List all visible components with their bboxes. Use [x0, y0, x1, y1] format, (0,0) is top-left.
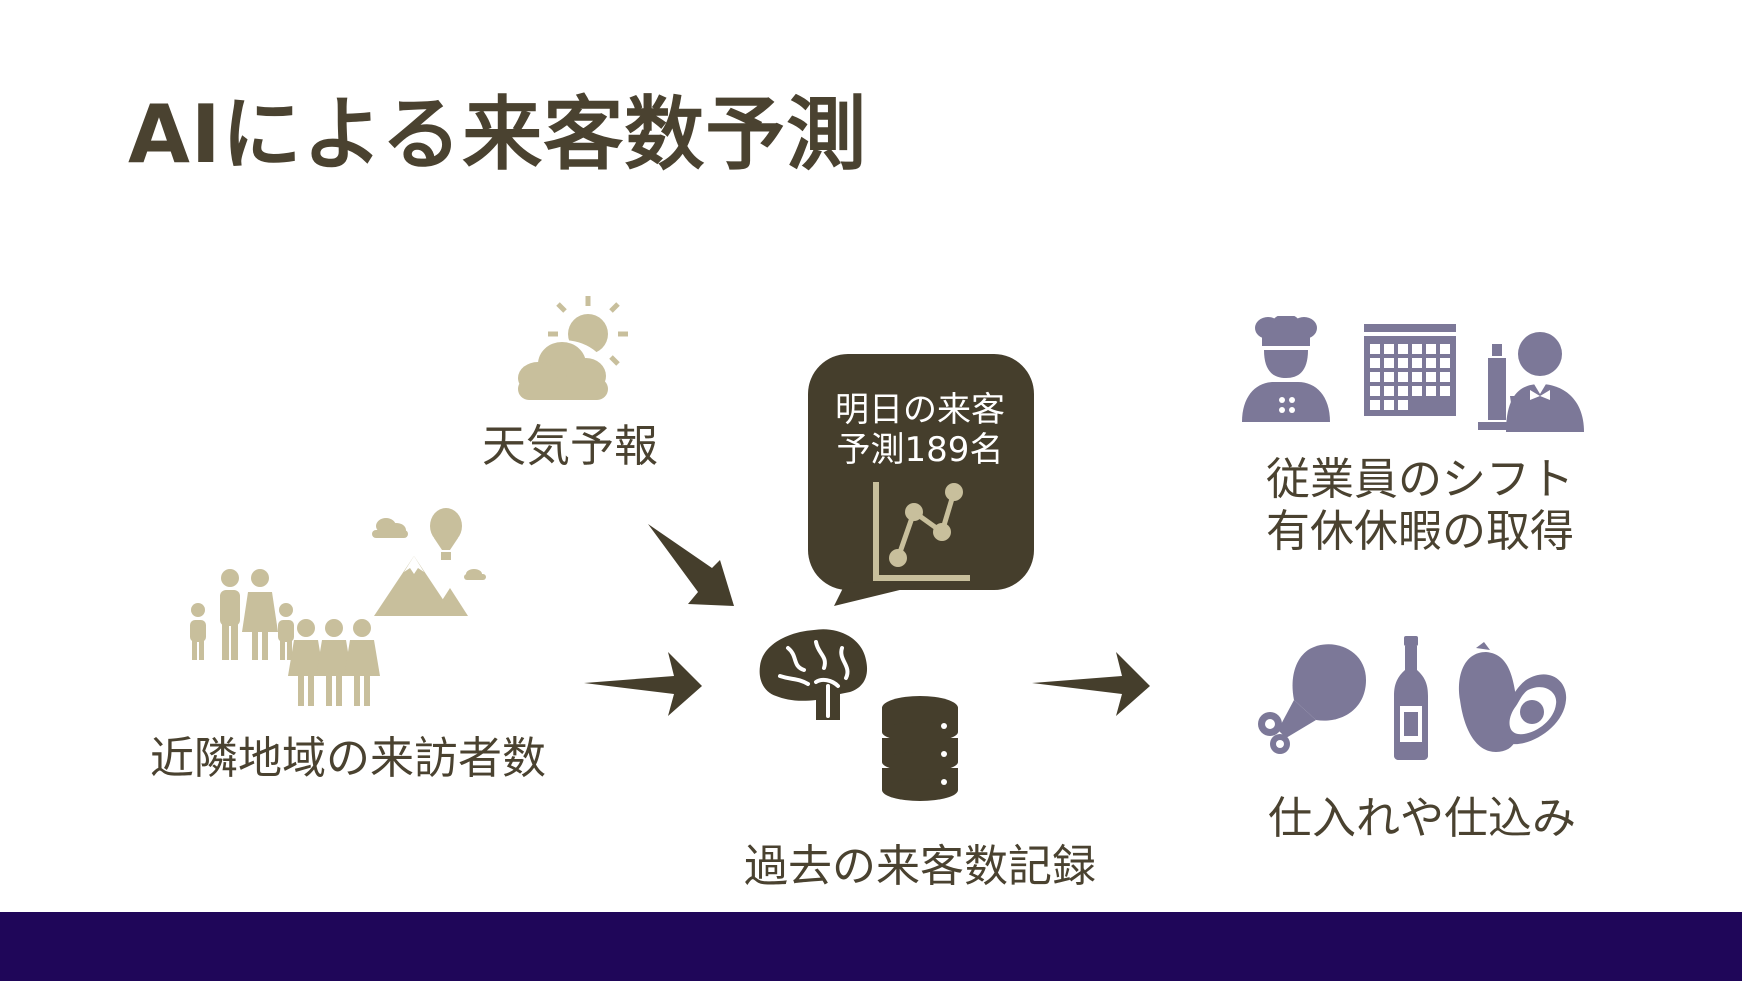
- footer-bar: [0, 912, 1742, 981]
- waiter-icon: [1478, 332, 1584, 432]
- staff-label: 従業員のシフト 有休休暇の取得: [1260, 454, 1580, 558]
- arrow-icon: [584, 652, 702, 716]
- prediction-line-1: 明日の来客: [835, 390, 1005, 430]
- chef-icon: [1242, 316, 1330, 422]
- bottle-icon: [1394, 636, 1428, 760]
- mountain-balloon-icon: [372, 508, 486, 616]
- prediction-text: 明日の来客 予測189名: [810, 390, 1030, 470]
- chicken-leg-icon: [1258, 644, 1366, 754]
- calendar-icon: [1364, 324, 1456, 416]
- brain-icon: [759, 629, 868, 720]
- visitors-label: 近隣地域の来訪者数: [150, 733, 546, 784]
- weather-label: 天気予報: [482, 421, 658, 472]
- staff-label-line-2: 有休休暇の取得: [1266, 506, 1574, 557]
- page-title: AIによる来客数予測: [128, 88, 868, 181]
- history-label: 過去の来客数記録: [744, 841, 1096, 892]
- family-icon: [190, 569, 380, 706]
- avocado-icon: [1459, 642, 1567, 752]
- supply-label: 仕入れや仕込み: [1268, 793, 1576, 844]
- chart-icon: [873, 482, 970, 581]
- arrow-icon: [648, 524, 734, 606]
- prediction-bubble: [808, 354, 1034, 606]
- sun-cloud-icon: [518, 296, 628, 404]
- staff-label-line-1: 従業員のシフト: [1266, 454, 1574, 505]
- prediction-line-2: 予測189名: [836, 430, 1004, 470]
- arrow-icon: [1032, 652, 1150, 716]
- database-icon: [882, 696, 958, 801]
